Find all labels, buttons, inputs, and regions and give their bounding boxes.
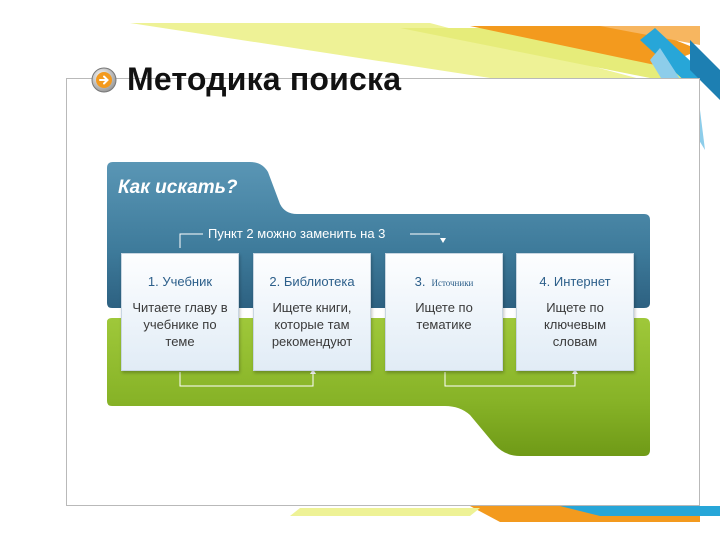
step-card-textbook: 1. Учебник Читаете главу в учебнике по т…	[121, 253, 239, 371]
step-title: 1. Учебник	[147, 274, 213, 289]
arrow-circle-icon	[91, 67, 117, 93]
blue-band	[107, 162, 650, 308]
step-subtitle: Источники	[431, 278, 474, 288]
step-title: 2. Библиотека	[269, 274, 355, 289]
step-card-sources: 3. Источники Ищете по тематике	[385, 253, 503, 371]
step-text: Читаете главу в учебнике по теме	[132, 300, 228, 349]
loop-connector-left	[179, 372, 314, 387]
step-text: Ищете книги, которые там рекомендуют	[271, 300, 353, 349]
step-card-internet: 4. Интернет Ищете по ключевым словам	[516, 253, 634, 371]
note-connector	[179, 233, 203, 248]
step-card-library: 2. Библиотека Ищете книги, которые там р…	[253, 253, 371, 371]
diagram-heading: Как искать?	[118, 177, 238, 198]
step-title: 4. Интернет	[539, 274, 611, 289]
slide-title: Методика поиска	[127, 61, 402, 97]
loop-connector-right	[444, 372, 576, 387]
step-text: Ищете по ключевым словам	[543, 300, 607, 349]
step-text: Ищете по тематике	[415, 300, 473, 332]
step-title: 3.	[414, 274, 426, 289]
green-band	[107, 318, 650, 456]
diagram-note: Пункт 2 можно заменить на 3	[208, 226, 386, 241]
